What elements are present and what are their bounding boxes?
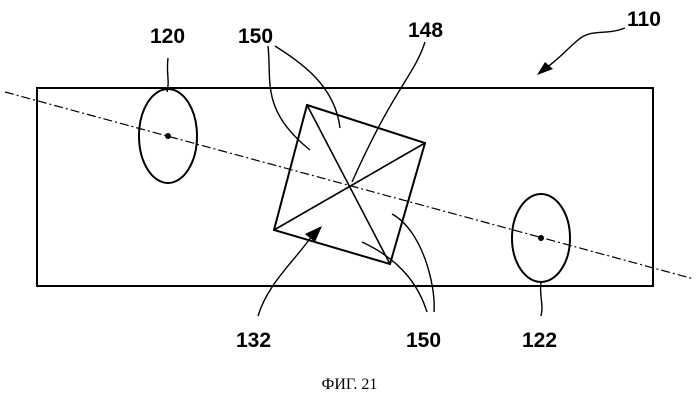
leader-150-bottom-a: [362, 242, 427, 312]
label-150-top: 150: [238, 25, 273, 48]
rotated-square: [274, 105, 425, 264]
label-150-bottom: 150: [406, 329, 441, 352]
leader-110: [546, 28, 625, 68]
leader-148: [352, 42, 425, 182]
leader-132: [258, 236, 312, 316]
label-120: 120: [150, 25, 185, 48]
square-diagonal-2: [274, 143, 425, 230]
figure-caption: ФИГ. 21: [322, 376, 378, 393]
label-110: 110: [627, 8, 661, 31]
leader-120: [167, 58, 168, 92]
leader-150-top-a: [268, 46, 310, 150]
label-148: 148: [408, 19, 443, 42]
leader-150-bottom-b: [392, 214, 434, 312]
label-122: 122: [522, 329, 557, 352]
leader-122: [541, 283, 542, 316]
label-132: 132: [236, 329, 271, 352]
right-ellipse-center-dot: [538, 235, 544, 241]
left-ellipse-center-dot: [165, 133, 171, 139]
